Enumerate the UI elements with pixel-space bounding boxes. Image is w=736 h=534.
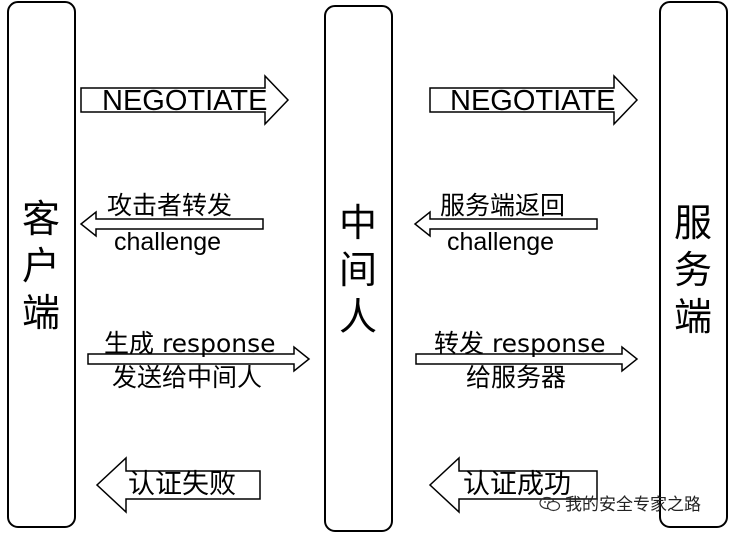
auth-success-label: 认证成功: [463, 469, 571, 500]
negotiate-label-left: NEGOTIATE: [102, 85, 268, 117]
server-column-box: [659, 1, 728, 528]
forward-challenge-line2: challenge: [114, 228, 222, 256]
arrow-response-left: [87, 345, 311, 373]
client-column-box: [7, 1, 76, 528]
negotiate-label-right: NEGOTIATE: [450, 85, 616, 117]
server-label: 服务端: [673, 201, 712, 339]
mitm-column-box: [324, 5, 393, 532]
generate-response-line2: 发送给中间人: [112, 363, 263, 392]
arrow-challenge-right: [413, 210, 598, 238]
watermark-text: 我的安全专家之路: [565, 495, 701, 515]
arrow-auth-fail: [95, 456, 261, 514]
wechat-icon: [539, 496, 561, 512]
arrow-response-right: [415, 345, 639, 373]
client-label: 客户端: [21, 197, 60, 335]
arrow-negotiate-left: [80, 74, 290, 126]
arrow-negotiate-right: [429, 74, 639, 126]
forward-challenge-line1: 攻击者转发: [107, 191, 233, 220]
auth-fail-label: 认证失败: [128, 469, 236, 500]
generate-response-line1: 生成 response: [104, 329, 276, 358]
return-challenge-line2: challenge: [447, 228, 555, 256]
forward-response-line2: 给服务器: [466, 363, 567, 392]
return-challenge-line1: 服务端返回: [440, 191, 566, 220]
mitm-label: 中间人: [338, 201, 377, 339]
arrow-challenge-left: [79, 210, 264, 238]
watermark: 我的安全专家之路: [539, 490, 701, 515]
arrow-auth-success: [428, 456, 598, 514]
forward-response-line1: 转发 response: [434, 329, 606, 358]
